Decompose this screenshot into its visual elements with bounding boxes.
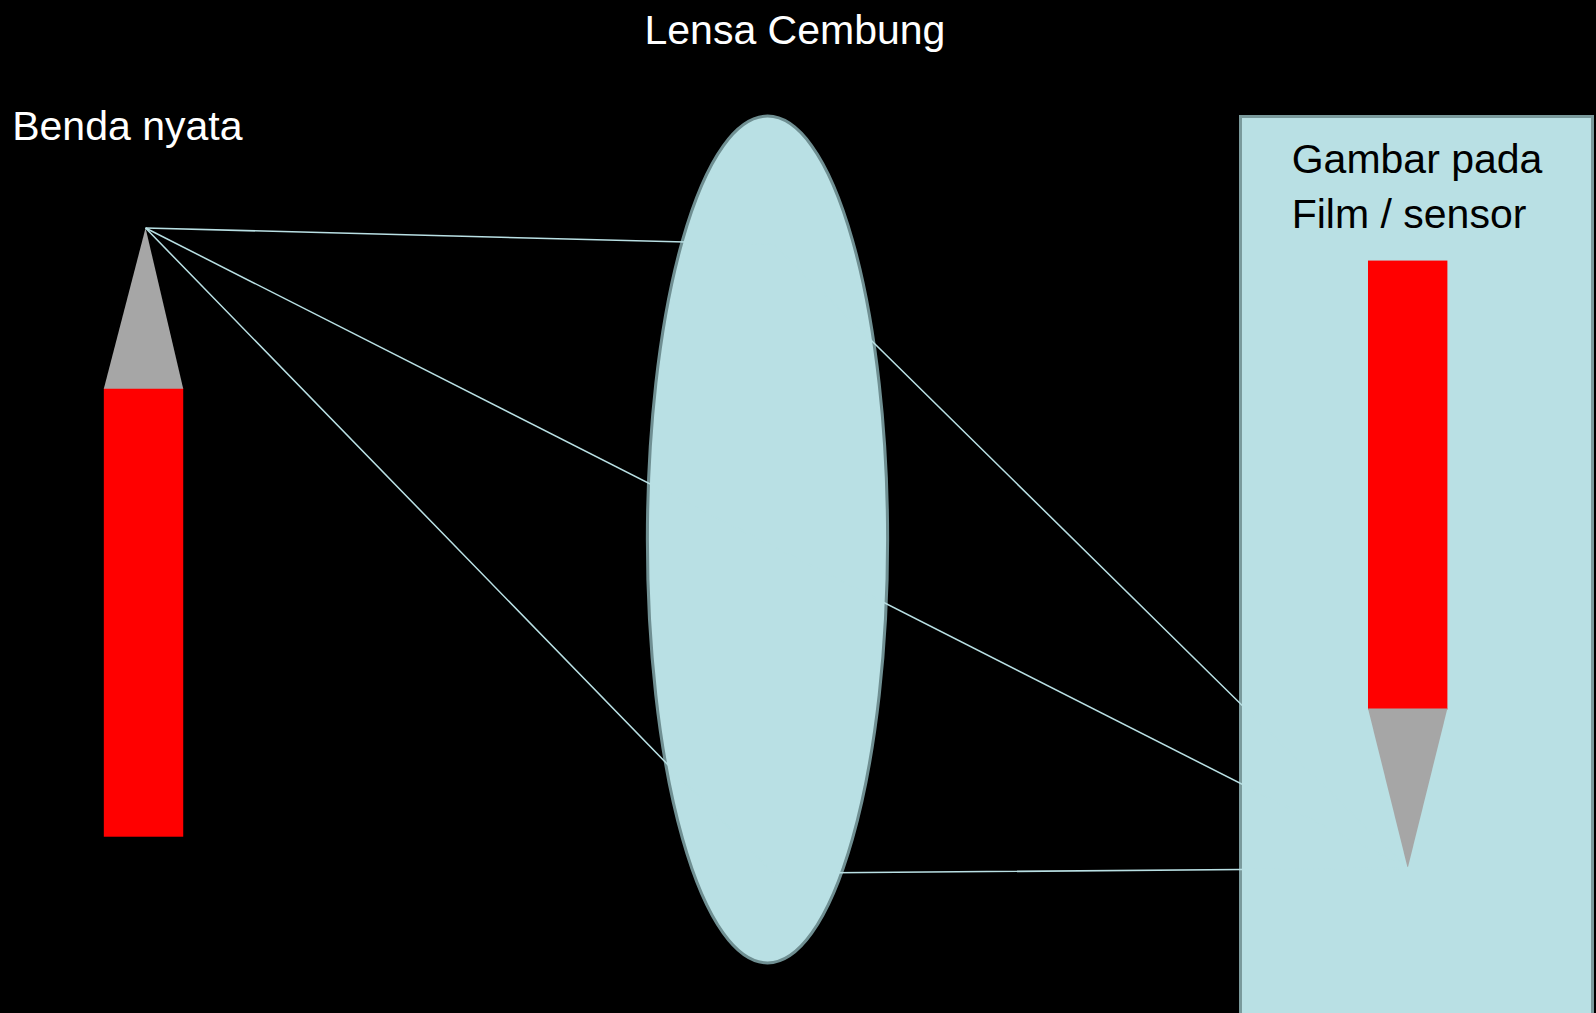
image-pencil-tip: [1368, 708, 1447, 868]
convex-lens: [647, 116, 887, 963]
image-pencil-body: [1368, 261, 1447, 710]
sensor-panel: Gambar pada Film / sensor: [1239, 115, 1594, 1013]
object-pencil-tip: [104, 228, 183, 389]
light-ray: [146, 228, 1408, 868]
object-label: Benda nyata: [12, 102, 242, 151]
panel-text: Gambar pada Film / sensor: [1292, 132, 1582, 243]
diagram-title: Lensa Cembung: [645, 6, 946, 55]
light-ray: [146, 228, 1408, 873]
light-ray: [146, 228, 1408, 868]
object-pencil-body: [104, 388, 183, 837]
